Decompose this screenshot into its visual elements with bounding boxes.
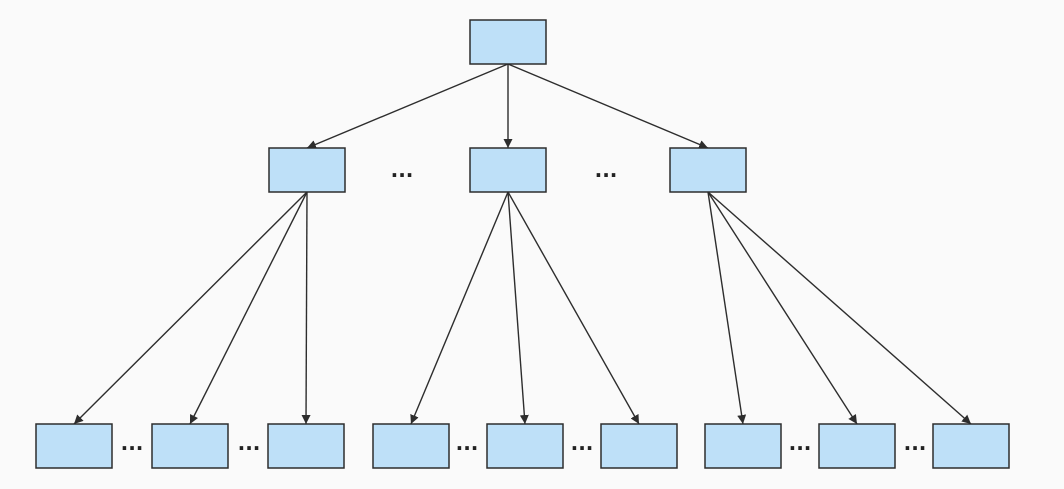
- edges: [73, 63, 972, 425]
- edge-b-to-b2: [507, 191, 529, 425]
- edge-c-to-c2: [707, 191, 858, 425]
- node-a1: [35, 423, 113, 469]
- node-c: [669, 147, 747, 193]
- ellipsis-a-left: ···: [121, 436, 144, 460]
- ellipsis-level1-right: ···: [595, 163, 618, 187]
- nodes: [35, 19, 1010, 469]
- node-b2: [486, 423, 564, 469]
- edge-a-to-a3: [301, 191, 311, 425]
- node-b3: [600, 423, 678, 469]
- node-b1: [372, 423, 450, 469]
- ellipses: ··· ··· ··· ··· ··· ··· ··· ···: [121, 163, 927, 460]
- edge-b-to-b3: [507, 191, 640, 425]
- edge-b-to-b1: [410, 191, 509, 425]
- node-b: [469, 147, 547, 193]
- ellipsis-c-left: ···: [789, 436, 812, 460]
- ellipsis-b-left: ···: [456, 436, 479, 460]
- node-root: [469, 19, 547, 65]
- node-a: [268, 147, 346, 193]
- edge-c-to-c1: [707, 191, 747, 425]
- edge-a-to-a2: [189, 191, 308, 425]
- edge-root-to-c: [507, 63, 709, 149]
- edge-a-to-a1: [73, 191, 308, 425]
- node-a3: [267, 423, 345, 469]
- ellipsis-a-right: ···: [238, 436, 261, 460]
- node-c1: [704, 423, 782, 469]
- ellipsis-b-right: ···: [571, 436, 594, 460]
- node-c3: [932, 423, 1010, 469]
- edge-c-to-c3: [707, 191, 972, 425]
- node-c2: [818, 423, 896, 469]
- node-a2: [151, 423, 229, 469]
- ellipsis-level1-left: ···: [391, 163, 414, 187]
- ellipsis-c-right: ···: [904, 436, 927, 460]
- edge-root-to-a: [306, 63, 509, 149]
